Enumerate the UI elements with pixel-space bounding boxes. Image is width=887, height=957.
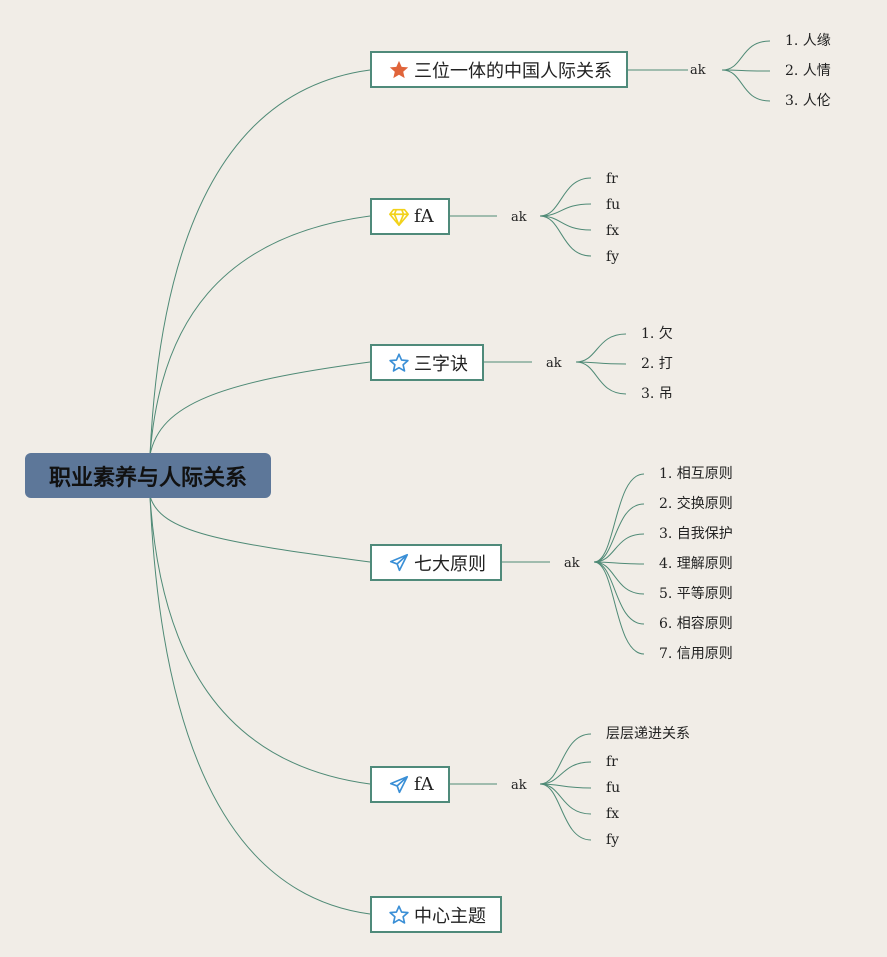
- star-filled-orange-icon: [388, 59, 410, 81]
- connector-line: [539, 783, 592, 815]
- topic-label: 三位一体的中国人际关系: [414, 60, 612, 82]
- connector-line: [593, 473, 645, 563]
- topic-label: 中心主题: [414, 905, 486, 927]
- connector-line: [539, 177, 592, 217]
- subtopic-ak[interactable]: ak: [511, 210, 527, 225]
- diamond-icon: [388, 206, 410, 228]
- leaf-item[interactable]: 1. 相互原则: [659, 466, 733, 482]
- connector-line: [539, 203, 592, 217]
- connector-line: [593, 561, 645, 625]
- leaf-item[interactable]: 2. 人情: [785, 63, 831, 79]
- topic-label: 三字诀: [414, 353, 468, 375]
- paper-plane-icon: [388, 552, 410, 574]
- connector-line: [721, 40, 771, 71]
- leaf-item[interactable]: 1. 人缘: [785, 33, 831, 49]
- connector-line: [721, 69, 771, 102]
- leaf-item[interactable]: fr: [606, 754, 618, 770]
- leaf-item[interactable]: 3. 吊: [641, 386, 673, 402]
- leaf-item[interactable]: 层层递进关系: [606, 726, 690, 742]
- connector-line: [149, 69, 371, 456]
- connector-line: [149, 215, 371, 456]
- leaf-item[interactable]: 2. 打: [641, 356, 673, 372]
- connector-line: [539, 215, 592, 257]
- leaf-item[interactable]: 1. 欠: [641, 326, 673, 342]
- leaf-item[interactable]: 7. 信用原则: [659, 646, 733, 662]
- connector-line: [149, 495, 371, 915]
- connector-line: [593, 533, 645, 563]
- connector-line: [593, 561, 645, 565]
- leaf-item[interactable]: fy: [606, 249, 620, 265]
- subtopic-ak[interactable]: ak: [564, 556, 580, 571]
- topic-label: 七大原则: [414, 553, 486, 575]
- subtopic-ak[interactable]: ak: [511, 778, 527, 793]
- paper-plane-icon: [388, 774, 410, 796]
- leaf-item[interactable]: fu: [606, 780, 621, 796]
- connector-line: [539, 783, 592, 789]
- connector-line: [539, 783, 592, 841]
- leaf-item[interactable]: fu: [606, 197, 621, 213]
- leaf-item[interactable]: 3. 自我保护: [659, 526, 733, 542]
- connector-line: [593, 561, 645, 655]
- star-outline-icon: [388, 904, 410, 926]
- topic-fa-1[interactable]: fA: [370, 198, 450, 235]
- topic-relationship-trinity[interactable]: 三位一体的中国人际关系: [370, 51, 628, 88]
- leaf-item[interactable]: 3. 人伦: [785, 93, 831, 109]
- leaf-item[interactable]: fr: [606, 171, 618, 187]
- leaf-item[interactable]: fx: [606, 806, 620, 822]
- leaf-item[interactable]: 6. 相容原则: [659, 616, 733, 632]
- connector-line: [539, 761, 592, 785]
- topic-label: fA: [414, 206, 434, 227]
- leaf-item[interactable]: fx: [606, 223, 620, 239]
- connector-line: [539, 215, 592, 231]
- leaf-item[interactable]: 5. 平等原则: [659, 586, 733, 602]
- subtopic-ak[interactable]: ak: [690, 63, 706, 78]
- topic-label: fA: [414, 774, 434, 795]
- connector-line: [539, 733, 592, 785]
- leaf-item[interactable]: 2. 交换原则: [659, 496, 733, 512]
- topic-fa-2[interactable]: fA: [370, 766, 450, 803]
- central-topic[interactable]: 职业素养与人际关系: [25, 453, 271, 498]
- leaf-item[interactable]: fy: [606, 832, 620, 848]
- connector-line: [575, 333, 627, 363]
- leaf-item[interactable]: 4. 理解原则: [659, 556, 733, 572]
- connector-line: [721, 69, 771, 72]
- star-outline-icon: [388, 352, 410, 374]
- connector-line: [575, 361, 627, 365]
- connector-line: [593, 503, 645, 563]
- topic-three-word-formula[interactable]: 三字诀: [370, 344, 484, 381]
- connector-line: [149, 361, 371, 456]
- connector-line: [593, 561, 645, 595]
- topic-seven-principles[interactable]: 七大原则: [370, 544, 502, 581]
- connector-line: [149, 495, 371, 785]
- subtopic-ak[interactable]: ak: [546, 356, 562, 371]
- central-topic-label: 职业素养与人际关系: [48, 465, 247, 491]
- topic-central-theme[interactable]: 中心主题: [370, 896, 502, 933]
- connector-line: [149, 495, 371, 563]
- connector-line: [575, 361, 627, 395]
